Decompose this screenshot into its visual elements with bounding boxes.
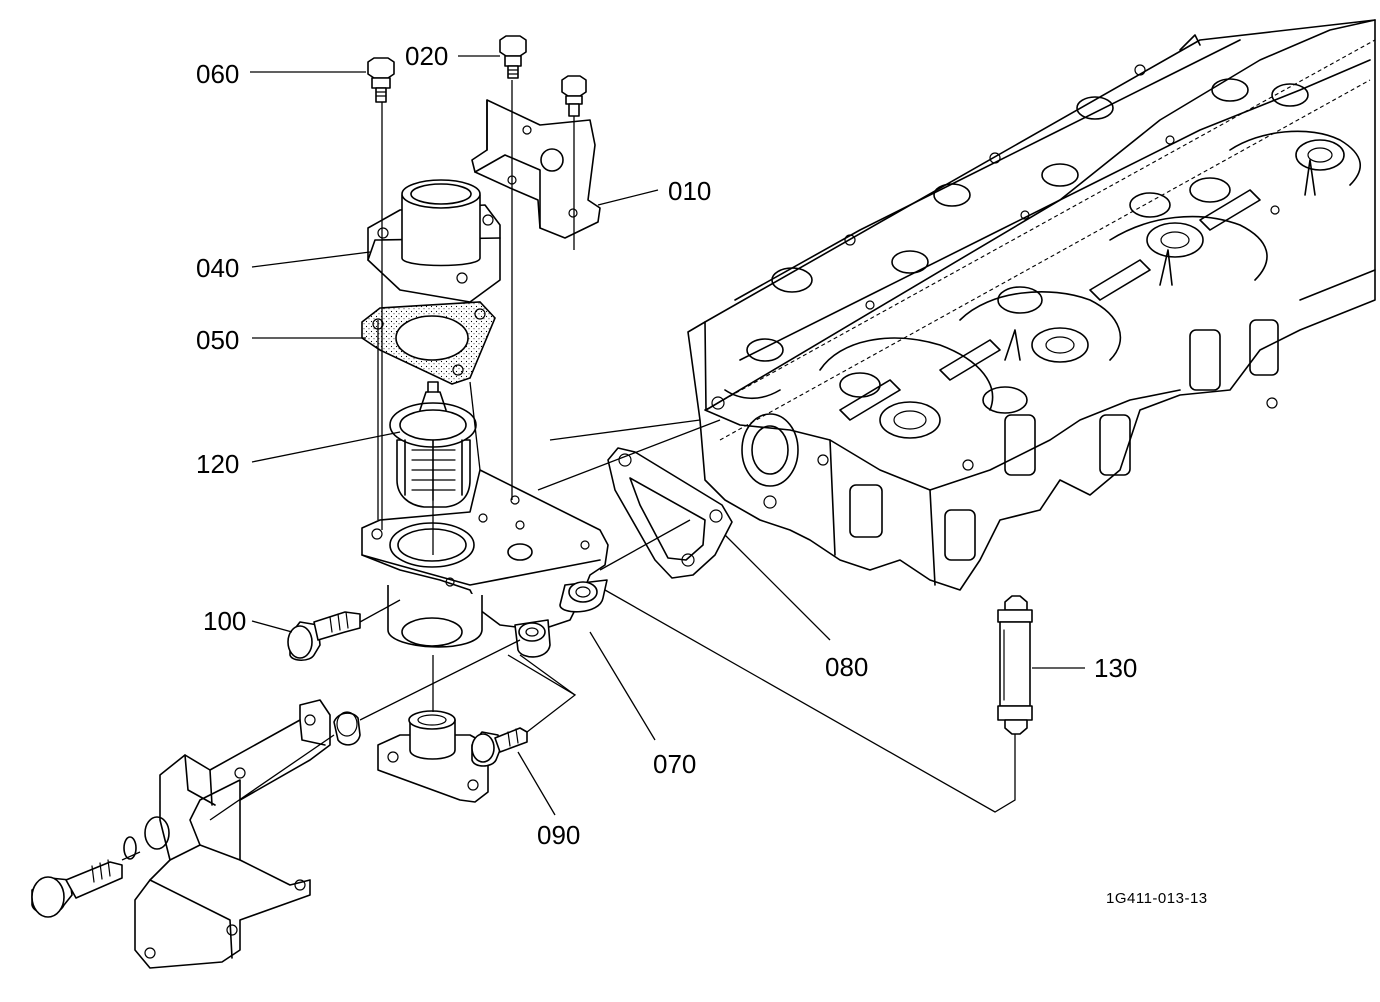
callout-010: 010 xyxy=(668,176,712,206)
callout-040: 040 xyxy=(196,253,240,283)
gasket-050 xyxy=(361,301,496,385)
bracket-010 xyxy=(471,99,601,239)
thermostat-120 xyxy=(389,381,477,508)
drawing-code: 1G411-013-13 xyxy=(1106,890,1208,907)
callout-090: 090 xyxy=(537,820,581,850)
callout-060: 060 xyxy=(196,59,240,89)
callout-070: 070 xyxy=(653,749,697,779)
bracket-bolt xyxy=(31,836,137,918)
callout-130: 130 xyxy=(1094,653,1138,683)
thermostat-cover-040 xyxy=(367,179,501,303)
callout-120: 120 xyxy=(196,449,240,479)
callout-020: 020 xyxy=(405,41,449,71)
bolt-020 xyxy=(499,35,527,79)
bolt-060 xyxy=(367,57,395,103)
thermostat-housing-070 xyxy=(361,469,609,658)
outlet-flange xyxy=(377,710,489,803)
callout-080: 080 xyxy=(825,652,869,682)
callout-leaders xyxy=(250,55,1085,816)
bolt-100 xyxy=(287,611,361,662)
gasket-080 xyxy=(607,447,733,579)
bolt-extra xyxy=(561,75,587,117)
alignment-lines xyxy=(121,80,1016,861)
plug xyxy=(333,711,361,746)
callout-100: 100 xyxy=(203,606,247,636)
cylinder-head xyxy=(687,19,1376,591)
stud-130 xyxy=(997,595,1033,735)
lower-bracket xyxy=(134,699,331,969)
bolt-090 xyxy=(471,727,528,767)
callout-050: 050 xyxy=(196,325,240,355)
